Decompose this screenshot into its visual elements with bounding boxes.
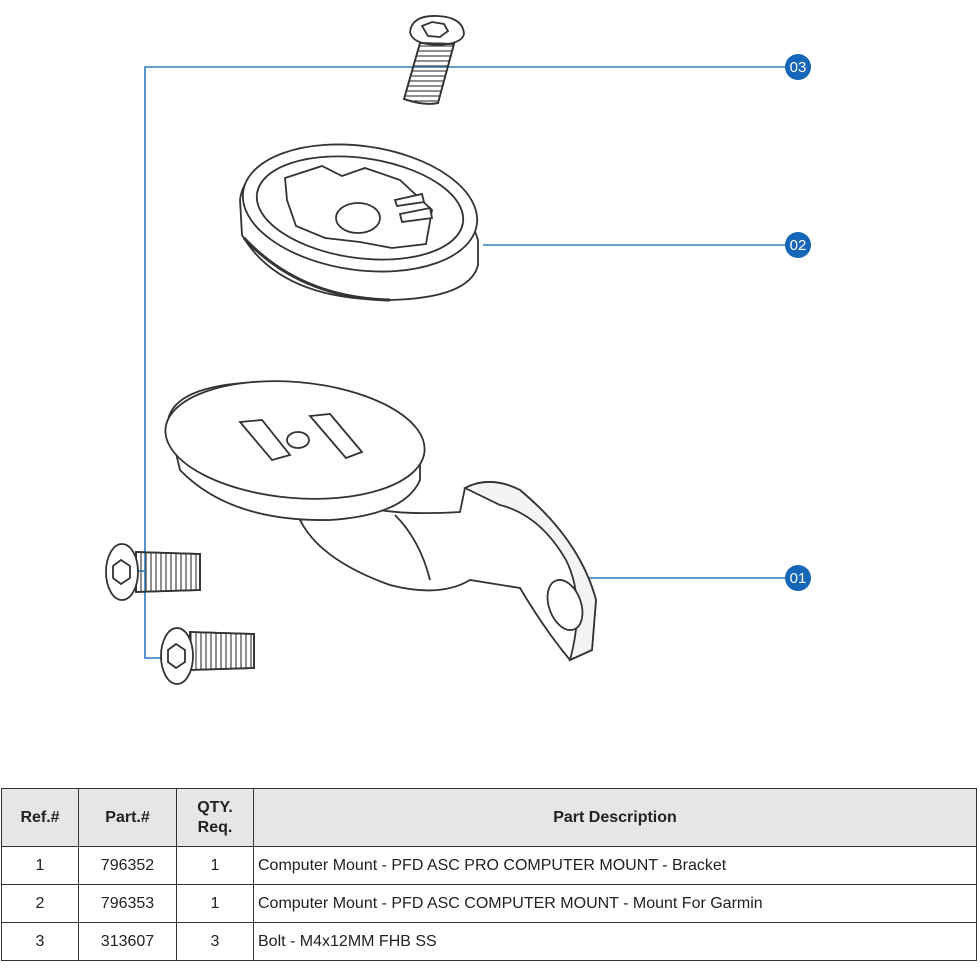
- bolt-bottom: [160, 627, 255, 685]
- svg-text:01: 01: [790, 570, 807, 587]
- bracket: [164, 380, 597, 662]
- cell-part: 796352: [78, 846, 177, 885]
- cell-description: Computer Mount - PFD ASC COMPUTER MOUNT …: [253, 884, 977, 923]
- cell-part: 796353: [78, 884, 177, 923]
- cell-description: Bolt - M4x12MM FHB SS: [253, 922, 977, 961]
- header-part: Part.#: [78, 788, 177, 847]
- callout-03: 03: [785, 54, 811, 80]
- svg-text:02: 02: [790, 237, 807, 254]
- cell-qty: 3: [176, 922, 254, 961]
- header-qty: QTY. Req.: [176, 788, 254, 847]
- cell-ref: 1: [1, 846, 79, 885]
- header-qty-line2: Req.: [197, 818, 233, 836]
- table-row: 1 796352 1 Computer Mount - PFD ASC PRO …: [1, 846, 977, 885]
- table-row: 2 796353 1 Computer Mount - PFD ASC COMP…: [1, 884, 977, 923]
- bolt-top: [402, 15, 465, 105]
- cell-qty: 1: [176, 846, 254, 885]
- header-qty-line1: QTY.: [197, 798, 233, 816]
- callout-01: 01: [785, 565, 811, 591]
- header-description: Part Description: [253, 788, 977, 847]
- cell-part: 313607: [78, 922, 177, 961]
- cell-ref: 2: [1, 884, 79, 923]
- cell-description: Computer Mount - PFD ASC PRO COMPUTER MO…: [253, 846, 977, 885]
- bolt-middle: [105, 543, 201, 601]
- garmin-mount: [239, 143, 479, 302]
- cell-ref: 3: [1, 922, 79, 961]
- parts-table: Ref.# Part.# QTY. Req. Part Description …: [1, 788, 977, 961]
- cell-qty: 1: [176, 884, 254, 923]
- header-ref: Ref.#: [1, 788, 79, 847]
- svg-text:03: 03: [790, 59, 807, 76]
- table-row: 3 313607 3 Bolt - M4x12MM FHB SS: [1, 922, 977, 961]
- callout-02: 02: [785, 232, 811, 258]
- table-header-row: Ref.# Part.# QTY. Req. Part Description: [1, 788, 977, 847]
- exploded-view-diagram: 03 02 01: [105, 15, 811, 685]
- leader-line-03: [144, 66, 785, 659]
